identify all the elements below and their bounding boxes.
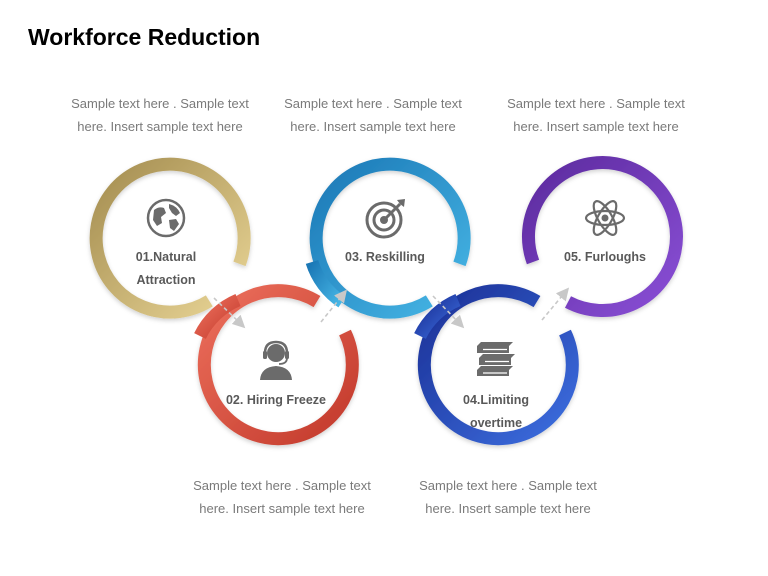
step-1-label-line-2: Attraction (136, 273, 196, 287)
step-5-description-line-2: here. Insert sample text here (513, 119, 679, 134)
step-4-label-line-2: overtime (469, 416, 523, 430)
step-1-description: Sample text here . Sample text here. Ins… (60, 92, 260, 138)
page-title: Workforce Reduction (28, 24, 261, 50)
step-3-label-line-1: 03. Reskilling (345, 250, 425, 264)
step-1-description-line-2: here. Insert sample text here (77, 119, 243, 134)
support-agent-icon (260, 340, 292, 380)
ring-step-1 (89, 157, 251, 319)
step-2-description-line-2: here. Insert sample text here (199, 501, 365, 516)
step-2-label: 02. Hiring Freeze (211, 389, 341, 412)
step-4-description-line-1: Sample text here . Sample text (419, 478, 597, 493)
ring-step-3 (309, 157, 471, 319)
step-1-label-line-1: 01.Natural (135, 250, 197, 264)
ring-step-5 (522, 156, 683, 318)
target-icon (365, 199, 405, 239)
step-4-label: 04.Limiting overtime (431, 389, 561, 435)
step-4-label-line-1: 04.Limiting (463, 393, 529, 407)
step-3-description: Sample text here . Sample text here. Ins… (273, 92, 473, 138)
step-1-description-line-1: Sample text here . Sample text (71, 96, 249, 111)
globe-icon (146, 198, 186, 238)
step-3-description-line-2: here. Insert sample text here (290, 119, 456, 134)
step-3-label: 03. Reskilling (320, 246, 450, 269)
step-3-description-line-1: Sample text here . Sample text (284, 96, 462, 111)
step-5-label: 05. Furloughs (540, 246, 670, 269)
ring-step-2 (197, 284, 359, 446)
step-5-description-line-1: Sample text here . Sample text (507, 96, 685, 111)
books-icon (477, 342, 515, 376)
atom-icon (584, 200, 626, 236)
ring-step-2-cap (194, 294, 241, 340)
step-5-label-line-1: 05. Furloughs (564, 250, 646, 264)
arrow-step-4-to-5 (541, 287, 570, 321)
step-2-label-line-1: 02. Hiring Freeze (225, 393, 327, 407)
step-4-description: Sample text here . Sample text here. Ins… (408, 474, 608, 520)
step-1-label: 01.Natural Attraction (101, 246, 231, 292)
step-4-description-line-2: here. Insert sample text here (425, 501, 591, 516)
ring-step-4-cap (414, 294, 461, 340)
step-2-description: Sample text here . Sample text here. Ins… (182, 474, 382, 520)
ring-step-4 (417, 284, 579, 446)
step-2-description-line-1: Sample text here . Sample text (193, 478, 371, 493)
step-5-description: Sample text here . Sample text here. Ins… (496, 92, 696, 138)
